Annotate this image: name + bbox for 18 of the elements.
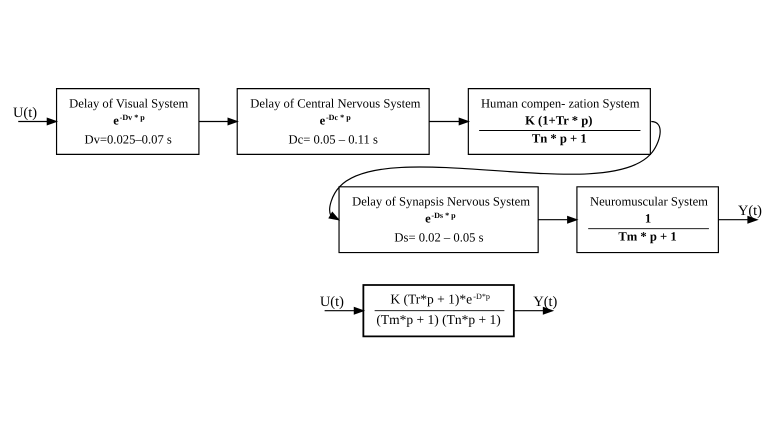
arrow: [538, 215, 578, 224]
arrow: [328, 120, 661, 220]
arrow: [199, 117, 239, 125]
node-box: Delay of Synapsis Nervous System e$^{-Ds * p}$ Ds= 0.02 – 0.05 s: [338, 186, 539, 253]
arrow: [324, 306, 366, 314]
edge-label: Y(t): [738, 202, 762, 219]
node-box: Delay of Central Nervous System e$^{-Dc * p}$ Dc= 0.05 – 0.11 s: [236, 88, 430, 154]
edge-label: Y(t): [533, 294, 558, 310]
arrow: [429, 117, 470, 125]
arrow: [514, 306, 554, 314]
node-box: Human compen- zation System K (1+Tr * p) Tn * p + 1: [468, 88, 651, 154]
arrow: [718, 215, 759, 224]
node-box: K (Tr*p + 1)*e$^{-D*p}$ (Tm*p + 1) (Tn*p + 1): [362, 284, 515, 337]
arrow: [18, 117, 58, 125]
node-box: Delay of Visual System e$^{-Dv * p}$ Dv=0.025–0.07 s: [56, 88, 200, 154]
edge-label: U(t): [320, 294, 344, 310]
edge-label: U(t): [13, 104, 38, 120]
node-box: Neuromuscular System 1 Tm * p + 1: [576, 186, 719, 253]
